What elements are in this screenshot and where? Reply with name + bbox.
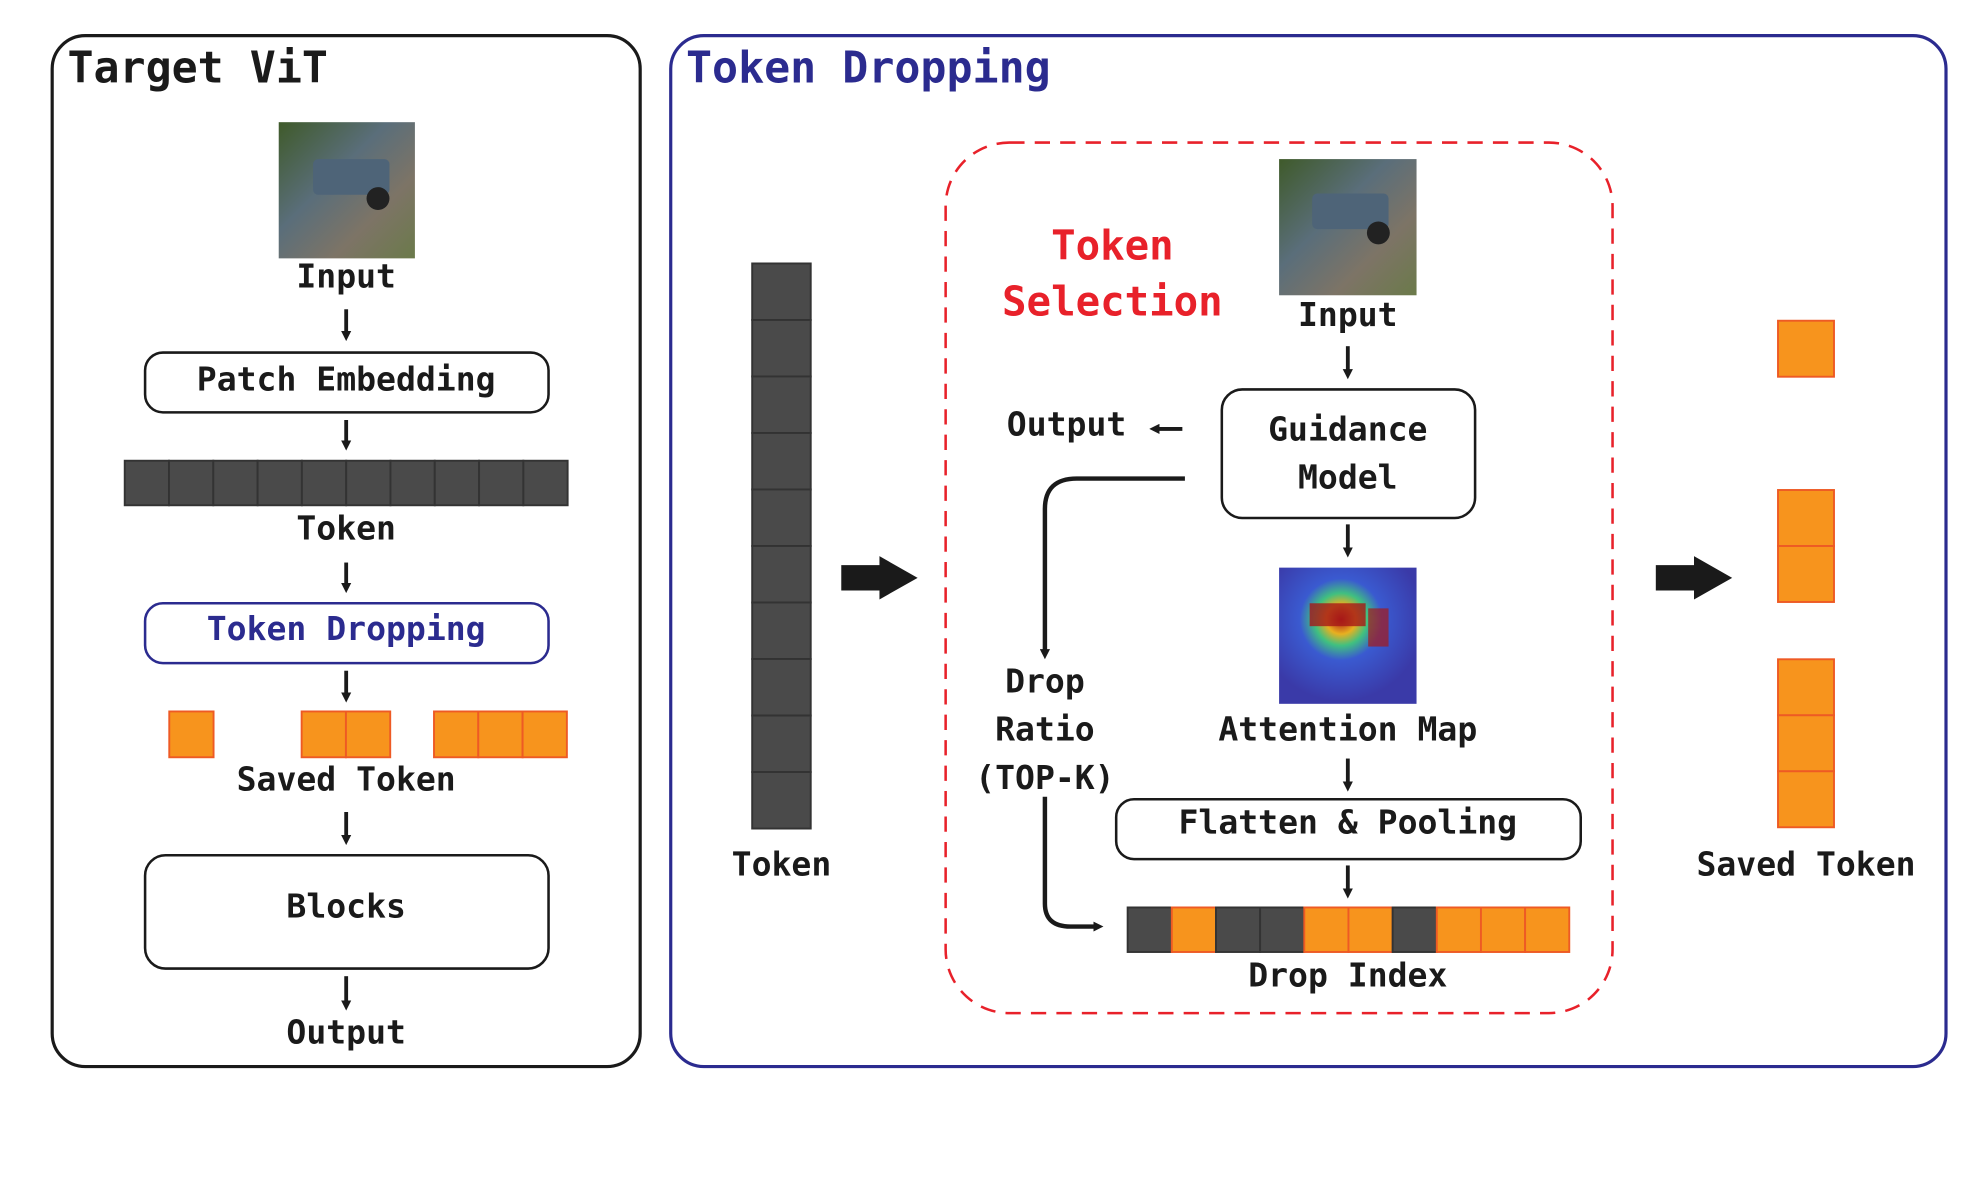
token-selection-title: Token (1051, 222, 1174, 270)
big-arrow-right-icon (1655, 556, 1733, 600)
token-selection-title: Selection (1002, 278, 1223, 326)
saved-token-cell (521, 710, 568, 759)
drop-index-cell (1170, 906, 1217, 953)
saved-token-cell (168, 710, 215, 759)
token-label: Token (732, 845, 832, 884)
saved-token-cell (1777, 545, 1835, 603)
saved-token-cell (1777, 658, 1835, 717)
drop-index-cell (1435, 906, 1482, 953)
target-vit-panel: Target ViT Input Patch Embedding Token T… (50, 34, 642, 1069)
drop-ratio-label: Ratio (995, 710, 1095, 749)
big-arrow-right-icon (841, 556, 918, 600)
saved-token-cell (1777, 319, 1835, 378)
token-cell (389, 459, 436, 507)
token-cell (212, 459, 259, 507)
drop-ratio-label: Drop (1005, 661, 1085, 700)
token-cell (478, 459, 525, 507)
saved-token-cell (477, 710, 524, 759)
token-dropping-panel: Token Dropping Token Token Selection Inp… (669, 34, 1948, 1069)
token-dropping-label: Token Dropping (207, 609, 486, 648)
guidance-model-box (1220, 388, 1477, 520)
input-label: Input (1298, 295, 1398, 334)
token-cell (123, 459, 170, 507)
drop-index-row (1126, 906, 1571, 953)
output-label: Output (286, 1013, 405, 1052)
token-cell (751, 488, 812, 547)
input-image (278, 122, 415, 259)
saved-token-label: Saved Token (1696, 845, 1915, 884)
attention-map-label: Attention Map (1218, 710, 1477, 749)
token-column (751, 262, 812, 830)
token-cell (345, 459, 392, 507)
saved-token-column (1777, 319, 1835, 829)
saved-token-cell (433, 710, 480, 759)
token-cell (300, 459, 348, 507)
saved-token-cell (1777, 714, 1835, 773)
drop-index-connector (1042, 796, 1104, 932)
drop-index-cell (1391, 906, 1438, 953)
patch-embedding-label: Patch Embedding (197, 360, 496, 399)
token-cell (751, 771, 812, 830)
token-cell (751, 375, 812, 434)
token-selection-box: Token Selection Input Guidance Model Out… (944, 141, 1614, 1015)
token-cell (751, 714, 812, 773)
patch-embedding-box (143, 351, 550, 414)
token-row (123, 459, 569, 507)
token-cell (751, 432, 812, 491)
drop-index-label: Drop Index (1248, 955, 1447, 994)
panel-title: Token Dropping (686, 44, 1051, 94)
token-cell (168, 459, 215, 507)
guidance-model-label: Model (1298, 458, 1398, 497)
saved-token-cell (300, 710, 347, 759)
drop-index-cell (1259, 906, 1306, 953)
drop-index-cell (1215, 906, 1262, 953)
drop-index-cell (1524, 906, 1571, 953)
blocks-box (143, 854, 550, 970)
token-cell (751, 658, 812, 717)
saved-token-groups (168, 710, 568, 759)
token-cell (433, 459, 481, 507)
token-cell (751, 262, 812, 321)
output-label: Output (1007, 404, 1127, 443)
token-cell (751, 319, 812, 378)
saved-token-cell (1777, 489, 1835, 547)
panel-title: Target ViT (67, 44, 327, 94)
drop-index-cell (1347, 906, 1394, 953)
attention-map-image (1279, 567, 1417, 704)
saved-token-label: Saved Token (237, 759, 456, 798)
drop-ratio-connector (1039, 476, 1185, 660)
input-image (1279, 159, 1417, 296)
flatten-pooling-box (1114, 798, 1582, 861)
input-label: Input (296, 257, 396, 296)
token-cell (256, 459, 303, 507)
flatten-pooling-label: Flatten & Pooling (1179, 803, 1518, 842)
token-cell (522, 459, 569, 507)
drop-ratio-label: (TOP-K) (975, 758, 1114, 797)
drop-index-cell (1126, 906, 1173, 953)
token-cell (751, 545, 812, 604)
token-dropping-box (143, 602, 550, 665)
saved-token-cell (1777, 770, 1835, 829)
token-cell (751, 601, 812, 660)
drop-index-cell (1303, 906, 1350, 953)
saved-token-cell (344, 710, 392, 759)
guidance-model-label: Guidance (1268, 409, 1427, 448)
blocks-label: Blocks (286, 887, 405, 926)
drop-index-cell (1479, 906, 1527, 953)
token-label: Token (296, 509, 396, 548)
